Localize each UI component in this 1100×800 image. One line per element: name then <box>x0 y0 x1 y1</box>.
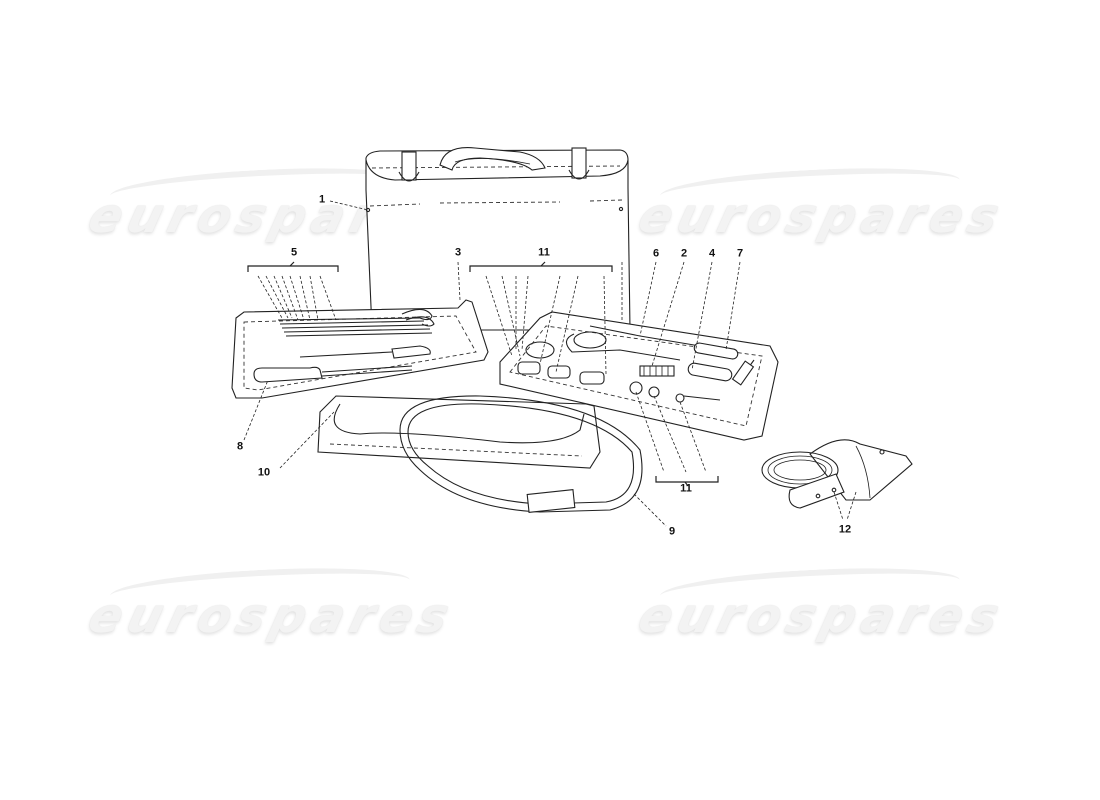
callout-7: 7 <box>736 247 744 260</box>
right-tool-tray <box>469 261 779 487</box>
left-tool-tray <box>231 261 489 441</box>
callout-4: 4 <box>708 247 716 260</box>
callout-5: 5 <box>290 246 298 259</box>
callout-11-upper: 11 <box>538 246 550 259</box>
callout-3: 3 <box>454 246 462 259</box>
callout-6: 6 <box>652 247 660 260</box>
leather-case <box>329 147 631 331</box>
toothed-belt <box>399 395 667 527</box>
belt-tray <box>279 395 601 469</box>
callout-2: 2 <box>680 247 688 260</box>
callout-8: 8 <box>236 440 244 453</box>
callout-12: 12 <box>838 523 852 536</box>
callout-9: 9 <box>668 525 676 538</box>
callout-10: 10 <box>257 466 271 479</box>
callout-1: 1 <box>318 193 326 206</box>
inspection-lamp <box>761 439 913 521</box>
callout-11-lower: 11 <box>680 482 692 495</box>
